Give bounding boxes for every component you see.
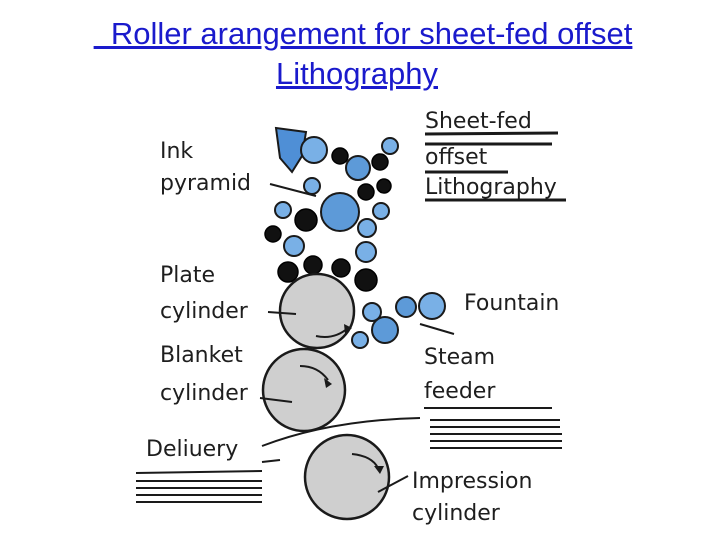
paper-path [261, 417, 421, 447]
ink-roller-dark [277, 261, 299, 283]
slide-title: Roller arangement for sheet-fed offset L… [0, 14, 720, 94]
ink-roller [355, 241, 377, 263]
impression-leader [377, 475, 409, 493]
ink-roller [274, 201, 292, 219]
ink-roller [357, 218, 377, 238]
plate-label: Plate [160, 263, 215, 288]
ink-roller-dark [376, 178, 392, 194]
blanket-rotation-arrow [299, 365, 329, 381]
ink-roller-dark [294, 208, 318, 232]
ink-roller-dark [357, 183, 375, 201]
pyramid-leader [269, 183, 317, 197]
ink-wedge [274, 126, 308, 174]
blanket-cylinder-label: cylinder [160, 381, 249, 406]
blanket-label: Blanket [160, 343, 243, 368]
ink-roller [300, 136, 328, 164]
ink-roller [372, 202, 390, 220]
fountain-roller [418, 292, 446, 320]
offset-label: offset [425, 145, 488, 170]
blanket-leader [259, 397, 293, 403]
blanket-cylinder [261, 347, 347, 433]
ink-roller-dark [331, 258, 351, 278]
fountain-roller [371, 316, 399, 344]
plate-arrowhead [344, 324, 352, 334]
fountain-rollers [351, 292, 446, 349]
delivery-paper-stack [135, 470, 263, 503]
ink-roller-dark [371, 153, 389, 171]
ink-roller [381, 137, 399, 155]
delivery-leader [261, 459, 281, 463]
impression-cylinder [303, 433, 391, 521]
feeder-label: feeder [424, 379, 496, 404]
delivery-label: Deliuery [146, 437, 238, 462]
ink-pyramid-rollers [264, 136, 399, 292]
fountain-roller [395, 296, 417, 318]
fountain-label: Fountain [464, 291, 559, 316]
ink-roller-dark [303, 255, 323, 275]
pyramid-label: pyramid [160, 171, 251, 196]
ink-roller [303, 177, 321, 195]
plate-cylinder [278, 272, 356, 350]
title-line-2: Lithography [275, 56, 438, 91]
blanket-arrowhead [324, 378, 332, 388]
feeder-paper-stack [424, 407, 562, 449]
label-underline [424, 131, 559, 136]
plate-cylinder-label: cylinder [160, 299, 249, 324]
ink-roller-dark [331, 147, 349, 165]
ink-roller [320, 192, 360, 232]
lithography-label: Lithography [425, 175, 557, 200]
ink-roller-dark [354, 268, 378, 292]
impression-arrowhead [374, 466, 384, 474]
sheet-fed-label: Sheet-fed [425, 109, 532, 134]
fountain-leader [419, 323, 455, 335]
fountain-roller [351, 331, 369, 349]
ink-label: Ink [160, 139, 193, 164]
fountain-roller [362, 302, 382, 322]
ink-roller [345, 155, 371, 181]
steam-label: Steam [424, 345, 495, 370]
title-line-1: Roller arangement for sheet-fed offset [93, 16, 633, 51]
ink-roller [283, 235, 305, 257]
impression-cylinder-label: cylinder [412, 501, 501, 526]
plate-leader [267, 311, 297, 315]
impression-label: Impression [412, 469, 532, 494]
ink-roller-dark [264, 225, 282, 243]
